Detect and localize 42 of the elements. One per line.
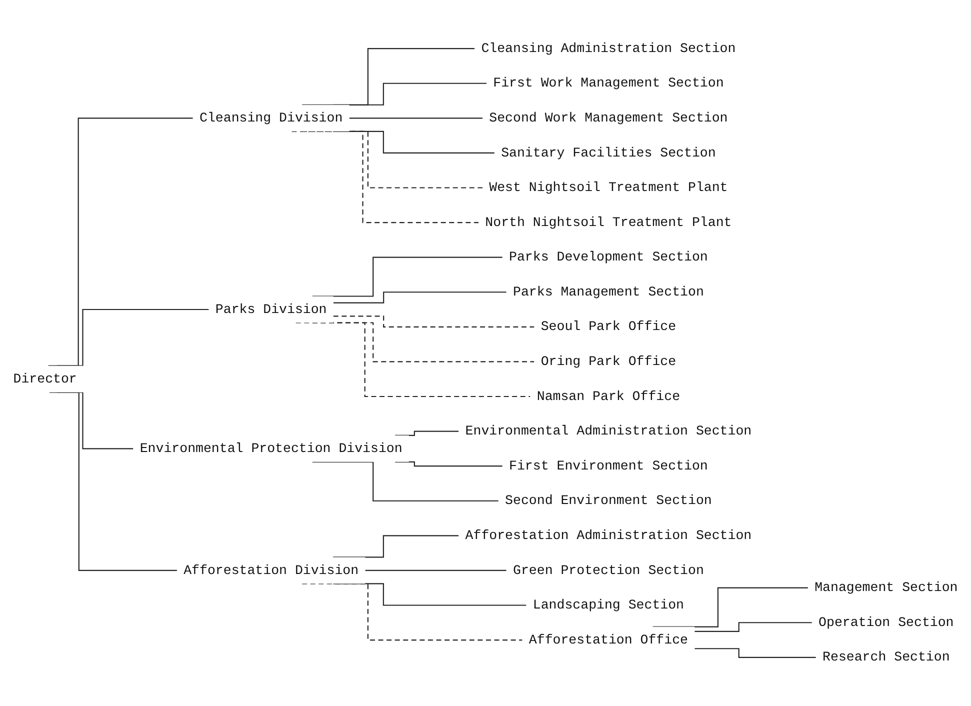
connector: [49, 392, 177, 571]
connector: [312, 256, 502, 297]
connector: [395, 461, 502, 467]
node-text: Parks Development Section: [509, 250, 708, 265]
node-text: Second Work Management Section: [489, 110, 728, 126]
node-text: Parks Management Section: [513, 284, 704, 300]
node-text: Environmental Administration Section: [465, 424, 752, 439]
connector: [57, 308, 209, 366]
connector: [333, 316, 534, 328]
connector: [302, 48, 475, 106]
connector: [312, 461, 498, 502]
node-text: North Nightsoil Treatment Plant: [485, 215, 732, 230]
connector: [333, 292, 506, 304]
node-text: Afforestation Administration Section: [465, 528, 752, 544]
node-text: Oring Park Office: [540, 354, 676, 370]
node-text: Cleansing Administration Section: [481, 41, 736, 56]
node-text: Sanitary Facilities Section: [501, 145, 716, 160]
node-text: Seoul Park Office: [540, 319, 676, 334]
node-text: Green Protection Section: [513, 562, 704, 578]
node-text: Namsan Park Office: [536, 389, 680, 404]
connector: [694, 622, 812, 632]
connector: [333, 535, 459, 558]
node-text: Second Environment Section: [505, 493, 712, 508]
connector: [652, 587, 808, 628]
node-text: Research Section: [822, 650, 950, 665]
connector: [296, 322, 530, 398]
connector: [365, 570, 506, 571]
connector: [292, 130, 479, 224]
connector: [333, 82, 486, 106]
connector: [333, 583, 526, 606]
node-text: First Work Management Section: [493, 76, 724, 91]
node-text: Operation Section: [818, 615, 954, 630]
connector: [302, 130, 483, 188]
connector: [48, 118, 193, 366]
connector: [349, 118, 483, 119]
node-text: West Nightsoil Treatment Plant: [489, 180, 728, 196]
node-text: First Environment Section: [509, 458, 708, 474]
connector: [694, 648, 816, 658]
node-text: Landscaping Section: [532, 598, 684, 613]
connector: [302, 583, 522, 641]
node-text: Management Section: [814, 580, 958, 596]
connector: [395, 430, 459, 436]
